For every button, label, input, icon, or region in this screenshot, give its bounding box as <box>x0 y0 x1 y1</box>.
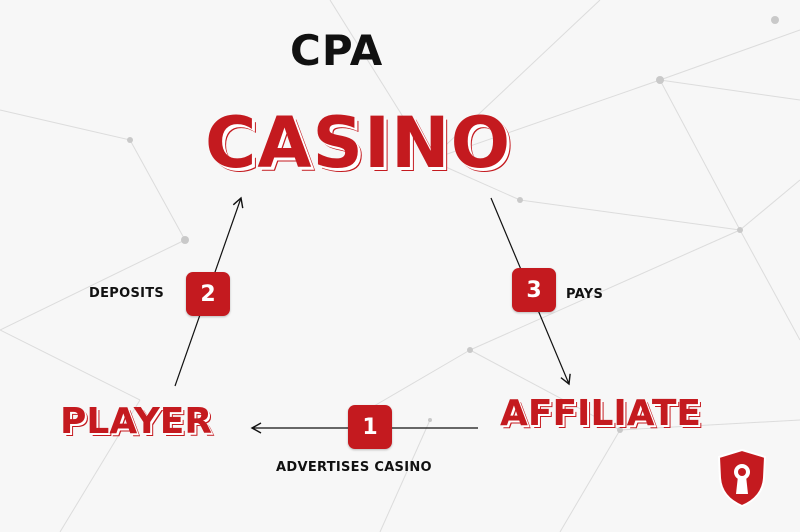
step-2-label: DEPOSITS <box>89 286 165 301</box>
title-cpa: CPA <box>290 26 384 75</box>
shield-keyhole-icon <box>717 448 767 508</box>
step-3-badge: 3 <box>512 268 556 312</box>
step-2-badge: 2 <box>186 272 230 316</box>
node-affiliate: AFFILIATE <box>500 393 701 434</box>
node-player: PLAYER <box>60 401 213 442</box>
step-1-badge: 1 <box>348 405 392 449</box>
title-casino: CASINO <box>205 102 512 184</box>
step-3-label: PAYS <box>566 287 604 302</box>
step-1-label: ADVERTISES CASINO <box>276 460 432 475</box>
